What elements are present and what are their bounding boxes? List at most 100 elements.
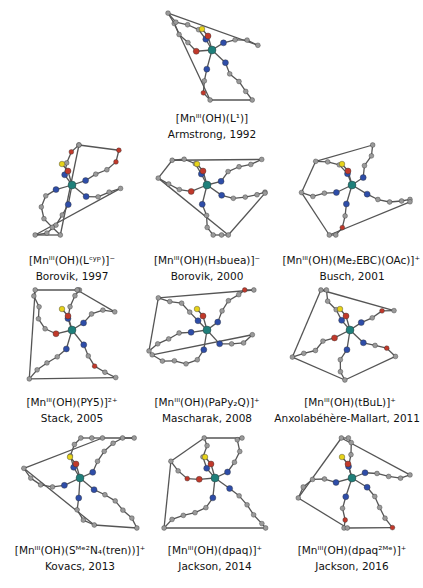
atom xyxy=(338,369,343,374)
bond xyxy=(329,202,410,235)
bond xyxy=(29,290,35,379)
atom xyxy=(227,485,233,491)
atom xyxy=(102,449,107,454)
atom xyxy=(187,310,192,315)
atom xyxy=(81,518,86,523)
bond xyxy=(347,527,392,529)
bond xyxy=(77,290,115,312)
atom xyxy=(196,476,202,482)
bond xyxy=(341,438,410,475)
atom xyxy=(156,176,161,181)
atom xyxy=(100,436,105,441)
atom xyxy=(250,332,255,337)
atom xyxy=(61,482,67,488)
atom xyxy=(50,225,55,230)
atom xyxy=(176,468,181,473)
atom xyxy=(372,494,377,499)
atom xyxy=(201,347,207,353)
author-label: Busch, 2001 xyxy=(319,270,384,282)
atom xyxy=(38,482,43,487)
atom xyxy=(331,335,337,341)
atom xyxy=(65,202,71,208)
atom xyxy=(177,187,182,192)
atom xyxy=(377,505,382,510)
atom xyxy=(195,318,201,324)
atom xyxy=(344,347,350,353)
atom xyxy=(194,306,200,312)
atom xyxy=(162,526,167,531)
author-label: Anxolabéhère-Mallart, 2011 xyxy=(274,412,420,424)
atom xyxy=(53,331,59,337)
atom xyxy=(338,357,343,362)
atom xyxy=(345,526,350,531)
atom xyxy=(129,516,134,521)
atom xyxy=(299,190,304,195)
atom xyxy=(237,164,242,169)
atom xyxy=(343,214,348,219)
atom xyxy=(241,341,246,346)
atom xyxy=(75,288,80,293)
atom xyxy=(327,233,332,238)
atom xyxy=(182,157,187,162)
atom xyxy=(226,233,231,238)
atom xyxy=(113,375,118,380)
atom xyxy=(325,299,330,304)
atom xyxy=(342,378,347,383)
atom xyxy=(173,20,178,25)
atom xyxy=(310,194,315,199)
atom xyxy=(92,364,97,369)
atom xyxy=(89,436,94,441)
atom xyxy=(237,79,242,84)
atom xyxy=(202,78,207,83)
atom xyxy=(211,233,216,238)
atom xyxy=(185,476,190,481)
atom xyxy=(248,162,253,167)
atom xyxy=(60,213,65,218)
atom xyxy=(383,516,388,521)
bond xyxy=(102,437,134,438)
author-label: Armstrong, 1992 xyxy=(168,128,256,140)
atom xyxy=(107,190,112,195)
atom xyxy=(245,502,250,507)
atom xyxy=(184,361,189,366)
atom xyxy=(200,313,206,319)
atom xyxy=(375,197,380,202)
complex-name: [Mnᴵᴵᴵ(OH)(tBuL)]⁺ xyxy=(304,396,396,408)
atom xyxy=(120,508,125,513)
bond xyxy=(164,461,171,528)
atom xyxy=(345,461,351,467)
atom xyxy=(211,474,219,482)
atom xyxy=(81,320,87,326)
atom xyxy=(208,46,216,54)
atom xyxy=(113,499,118,504)
complex-name: [Mnᴵᴵᴵ(OH)(dpaq)]⁺ xyxy=(168,544,262,556)
author-label: Borovik, 2000 xyxy=(171,270,244,282)
atom xyxy=(259,521,264,526)
atom xyxy=(68,304,73,309)
atom xyxy=(399,199,404,204)
atom xyxy=(160,359,165,364)
bond xyxy=(210,99,252,100)
atom xyxy=(199,26,205,32)
atom xyxy=(170,517,175,522)
atom xyxy=(358,320,364,326)
atom xyxy=(75,507,80,512)
atom xyxy=(360,340,366,346)
author-label: Borovik, 1997 xyxy=(36,270,109,282)
atom xyxy=(103,492,108,497)
atom xyxy=(205,33,211,39)
atom xyxy=(42,216,47,221)
atom xyxy=(65,168,71,174)
atom xyxy=(348,181,356,189)
bond xyxy=(35,289,77,290)
atom xyxy=(59,306,65,312)
atom xyxy=(296,496,301,501)
atom xyxy=(245,38,250,43)
atom xyxy=(301,351,306,356)
author-label: Jackson, 2016 xyxy=(315,560,388,572)
bond xyxy=(345,356,396,380)
atom xyxy=(263,191,268,196)
atom xyxy=(76,495,82,501)
atom xyxy=(170,158,175,163)
author-label: Kovacs, 2013 xyxy=(45,560,115,572)
